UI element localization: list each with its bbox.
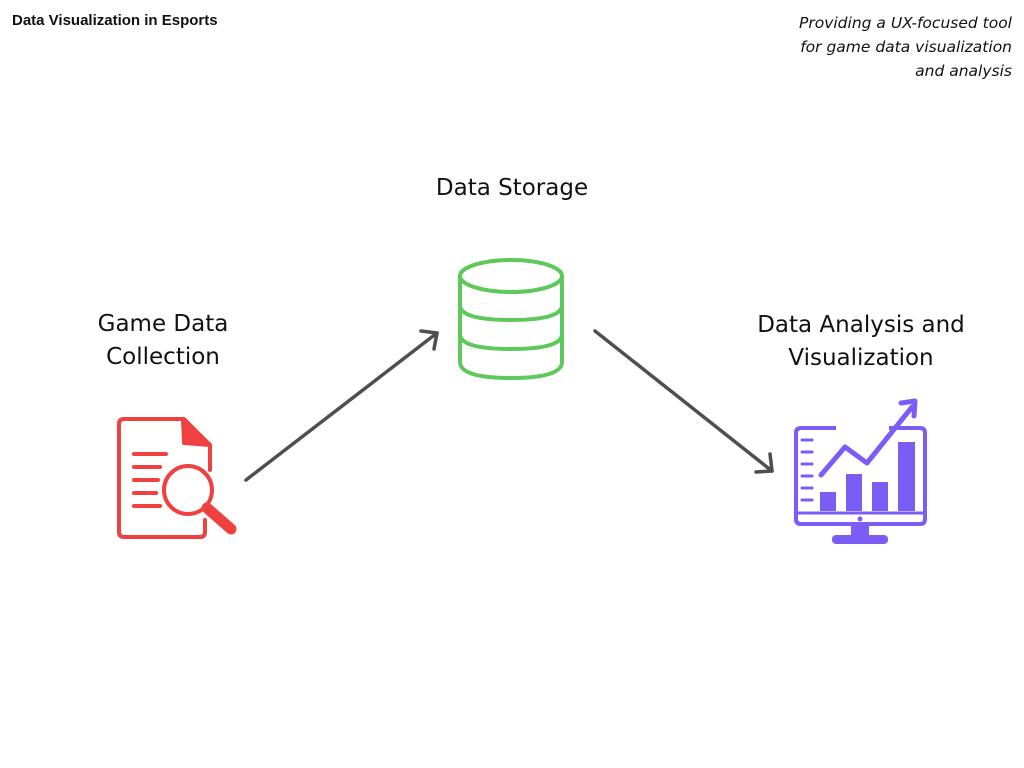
node-label-line: Data Analysis and (757, 312, 965, 338)
node-label-line: Game Data (97, 311, 229, 337)
subtitle-line: for game data visualization (800, 38, 1012, 56)
chart-monitor-icon (794, 398, 927, 544)
page-title: Data Visualization in Esports (12, 12, 218, 29)
database-icon (458, 258, 564, 381)
document-search-icon (117, 417, 237, 539)
node-label-data-storage: Data Storage (412, 172, 612, 205)
subtitle-line: and analysis (915, 62, 1012, 80)
arrow-storage-to-analysis (593, 329, 774, 474)
subtitle-line: Providing a UX-focused tool (799, 14, 1012, 32)
node-label-game-data-collection: Game Data Collection (63, 308, 263, 374)
node-label-line: Visualization (788, 345, 934, 371)
page-subtitle: Providing a UX-focused tool for game dat… (712, 11, 1012, 83)
arrow-collection-to-storage (244, 329, 439, 482)
node-label-line: Collection (106, 344, 220, 370)
node-label-line: Data Storage (435, 175, 589, 201)
node-label-data-analysis: Data Analysis and Visualization (731, 309, 991, 375)
